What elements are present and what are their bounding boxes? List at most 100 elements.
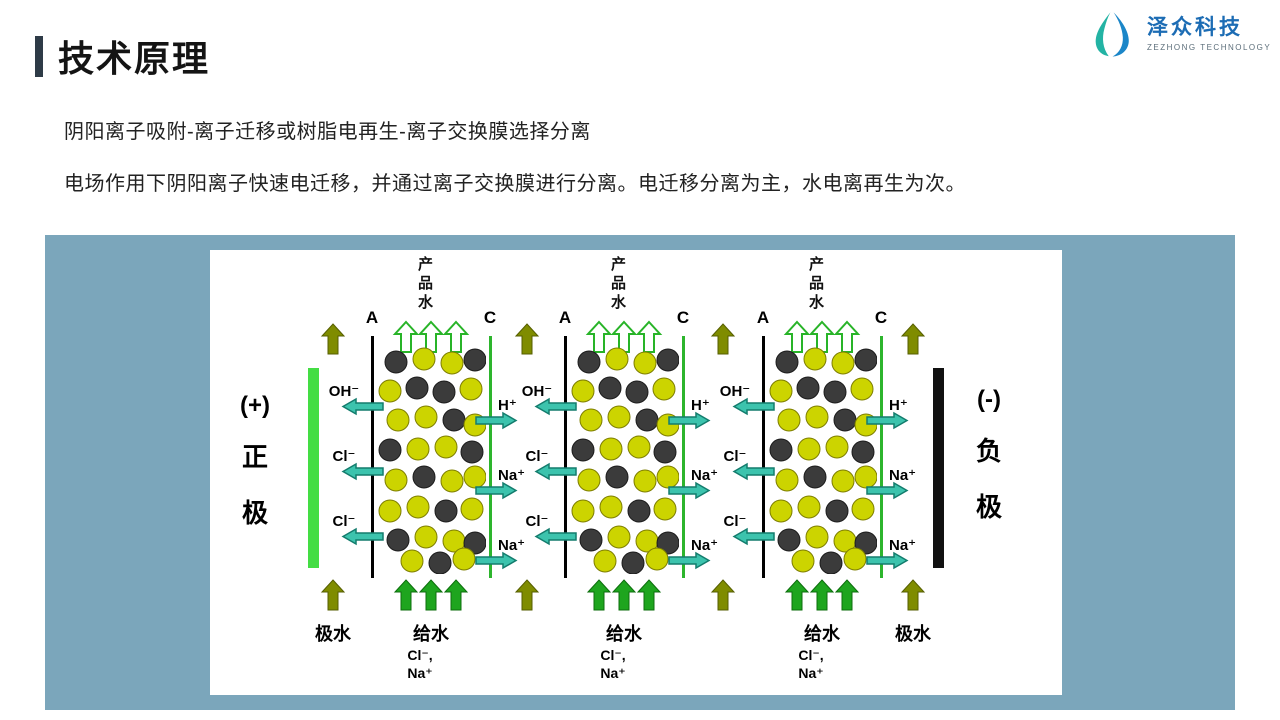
ion-label: Cl⁻ [723,448,747,465]
cation-migration: Na⁺ [663,466,755,500]
feed-up-arrow-icon [835,579,859,611]
cathode-char-2: 极 [975,492,1002,522]
cathode-label: (-) 负 极 [962,386,1016,543]
feed-up-arrow-icon [444,579,468,611]
ion-label: Na⁺ [498,537,526,554]
ion-label: OH⁻ [521,383,553,400]
anion-arrow-left-icon [733,528,775,545]
cation-migration: Na⁺ [861,466,953,500]
feed-ion-label: Na⁺ [407,665,433,681]
diagram-panel: (+) 正 极 (-) 负 极 极水 极水 产品水 [45,235,1235,710]
anion-migration: Cl⁻ [310,447,402,481]
feed-up-arrow-icon [785,579,809,611]
anion-arrow-left-icon [342,528,384,545]
ion-label: Cl⁻ [525,448,549,465]
anion-arrow-left-icon [535,398,577,415]
anion-membrane-label: A [756,308,770,327]
cation-membrane-line [880,336,883,578]
cathode-char-1: 负 [975,436,1002,466]
ion-label: Na⁺ [889,467,917,484]
cation-migration: Na⁺ [861,536,953,570]
cation-migration: H⁺ [663,396,755,430]
feed-ion-label: Na⁺ [600,665,626,681]
feed-water-label: 给水 [804,624,840,644]
ion-label: Na⁺ [889,537,917,554]
feed-up-arrow-icon [612,579,636,611]
page-title: 技术原理 [58,38,211,79]
ion-label: H⁺ [498,397,517,414]
anode-label: (+) 正 极 [228,392,282,549]
anion-migration: OH⁻ [701,382,793,416]
anion-migration: Cl⁻ [701,447,793,481]
product-water-label: 产品水 [807,256,824,313]
feed-water-label: 给水 [413,624,449,644]
logo-name: 泽众科技 [1147,16,1243,39]
logo-icon [1095,12,1129,57]
product-water-label: 产品水 [416,256,433,313]
anion-arrow-left-icon [342,463,384,480]
ion-label: Na⁺ [691,467,719,484]
feed-up-arrow-icon [637,579,661,611]
feed-up-arrow-icon [394,579,418,611]
anion-membrane-label: A [365,308,379,327]
ion-label: OH⁻ [328,383,360,400]
cation-migration: Na⁺ [470,466,562,500]
feed-ion-label: Cl⁻, [407,647,433,663]
cation-membrane-line [489,336,492,578]
electrode-water-label-right: 极水 [895,624,931,644]
title-accent-bar [35,36,43,77]
anion-membrane-label: A [558,308,572,327]
anion-membrane-line [762,336,765,578]
feed-ion-label: Na⁺ [798,665,824,681]
anion-migration: Cl⁻ [310,512,402,546]
anion-arrow-left-icon [733,463,775,480]
feed-ion-label: Cl⁻, [600,647,626,663]
ion-label: Cl⁻ [723,513,747,530]
cation-migration: Na⁺ [470,536,562,570]
cation-membrane-label: C [483,308,497,327]
ion-label: OH⁻ [719,383,751,400]
feed-up-arrow-icon [810,579,834,611]
ion-label: Na⁺ [498,467,526,484]
logo-subtitle: ZEZHONG TECHNOLOGY [1147,43,1272,52]
ion-label: H⁺ [691,397,710,414]
body-line-2: 电场作用下阴阳离子快速电迁移，并通过离子交换膜进行分离。电迁移分离为主，水电离再… [64,173,966,195]
cation-membrane-line [682,336,685,578]
cathode-sign: (-) [977,386,1001,413]
anode-sign: (+) [240,392,270,419]
cation-membrane-label: C [676,308,690,327]
anion-membrane-line [371,336,374,578]
anode-char-2: 极 [241,498,268,528]
logo: 泽众科技 ZEZHONG TECHNOLOGY [1086,8,1271,60]
electrode-water-label-left: 极水 [315,624,351,644]
feed-up-arrow-icon [587,579,611,611]
cation-migration: Na⁺ [663,536,755,570]
ion-label: Na⁺ [691,537,719,554]
cation-arrow-right-icon [866,552,908,569]
anion-migration: Cl⁻ [701,512,793,546]
cation-arrow-right-icon [866,412,908,429]
ion-label: Cl⁻ [332,513,356,530]
anion-migration: Cl⁻ [503,447,595,481]
anion-migration: OH⁻ [503,382,595,416]
logo-text: 泽众科技 ZEZHONG TECHNOLOGY [1147,16,1271,52]
anion-migration: Cl⁻ [503,512,595,546]
anion-arrow-left-icon [733,398,775,415]
cation-arrow-right-icon [866,482,908,499]
anion-membrane-line [564,336,567,578]
desalination-cell-1: 产品水 A C OH⁻ Cl⁻ [310,250,570,695]
anion-arrow-left-icon [342,398,384,415]
ion-label: Cl⁻ [525,513,549,530]
feed-water-arrows [785,579,859,611]
cation-migration: H⁺ [470,396,562,430]
desalination-cell-2: 产品水 A C OH⁻ Cl⁻ [503,250,763,695]
desalination-cell-3: 产品水 A C OH⁻ Cl⁻ [701,250,961,695]
cation-membrane-label: C [874,308,888,327]
anode-bar [308,368,319,568]
ion-label: H⁺ [889,397,908,414]
diagram-canvas: (+) 正 极 (-) 负 极 极水 极水 产品水 [210,250,1062,695]
cation-migration: H⁺ [861,396,953,430]
ion-label: Cl⁻ [332,448,356,465]
anion-migration: OH⁻ [310,382,402,416]
